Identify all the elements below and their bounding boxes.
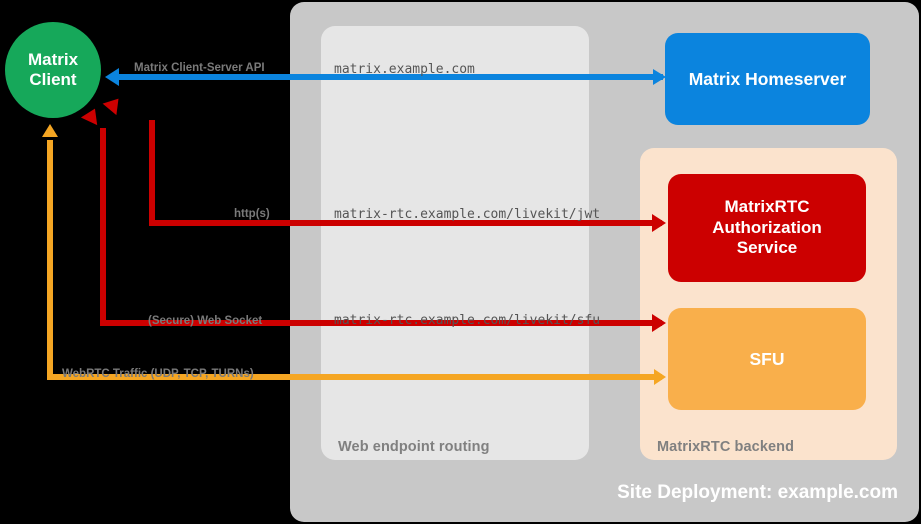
connector-ws-vertical-segment bbox=[100, 128, 106, 326]
endpoint-url-sfu: matrix-rtc.example.com/livekit/sfu bbox=[334, 313, 601, 328]
endpoint-url-matrix: matrix.example.com bbox=[334, 62, 475, 77]
authz-label-line3: Service bbox=[736, 238, 798, 258]
connector-ws-arrowhead-client bbox=[80, 104, 104, 126]
web-endpoint-routing-panel bbox=[321, 26, 589, 460]
connector-cs-api-arrowhead-right bbox=[653, 69, 666, 85]
connector-webrtc-arrowhead-client bbox=[42, 124, 58, 137]
node-matrixrtc-authorization-service[interactable]: MatrixRTC Authorization Service bbox=[668, 174, 866, 282]
panel-caption-matrixrtc-backend: MatrixRTC backend bbox=[657, 439, 795, 455]
connector-webrtc-horizontal-segment bbox=[47, 374, 662, 380]
connector-webrtc-vertical-segment bbox=[47, 140, 53, 378]
node-sfu[interactable]: SFU bbox=[668, 308, 866, 410]
sfu-label: SFU bbox=[749, 348, 785, 369]
authz-label-line1: MatrixRTC bbox=[724, 197, 810, 217]
edge-label-cs-api: Matrix Client-Server API bbox=[134, 62, 265, 74]
edge-label-http: http(s) bbox=[234, 208, 270, 220]
connector-jwt-arrowhead-client bbox=[102, 92, 126, 116]
endpoint-url-jwt: matrix-rtc.example.com/livekit/jwt bbox=[334, 207, 601, 222]
authz-label-line2: Authorization bbox=[712, 217, 822, 237]
matrix-client-label-line2: Client bbox=[29, 70, 77, 89]
connector-cs-api-line bbox=[118, 74, 663, 80]
edge-label-websocket: (Secure) Web Socket bbox=[148, 315, 263, 327]
matrix-client-label-line1: Matrix bbox=[27, 50, 79, 70]
matrix-homeserver-label: Matrix Homeserver bbox=[688, 68, 847, 89]
connector-ws-horizontal-segment bbox=[100, 320, 662, 326]
connector-webrtc-arrowhead-sfu bbox=[654, 369, 666, 385]
panel-caption-site-deployment: Site Deployment: example.com bbox=[617, 482, 898, 503]
connector-jwt-vertical-segment bbox=[149, 120, 155, 226]
connector-jwt-horizontal-segment bbox=[149, 220, 662, 226]
connector-jwt-arrowhead-authz bbox=[652, 214, 666, 232]
node-matrix-homeserver[interactable]: Matrix Homeserver bbox=[665, 33, 870, 125]
node-matrix-client[interactable]: Matrix Client bbox=[5, 22, 101, 118]
edge-label-webrtc: WebRTC Traffic (UDP, TCP, TURNs) bbox=[62, 368, 254, 380]
connector-cs-api-arrowhead-left bbox=[105, 68, 119, 86]
connector-ws-arrowhead-sfu bbox=[652, 314, 666, 332]
panel-caption-web-endpoint-routing: Web endpoint routing bbox=[338, 439, 490, 455]
